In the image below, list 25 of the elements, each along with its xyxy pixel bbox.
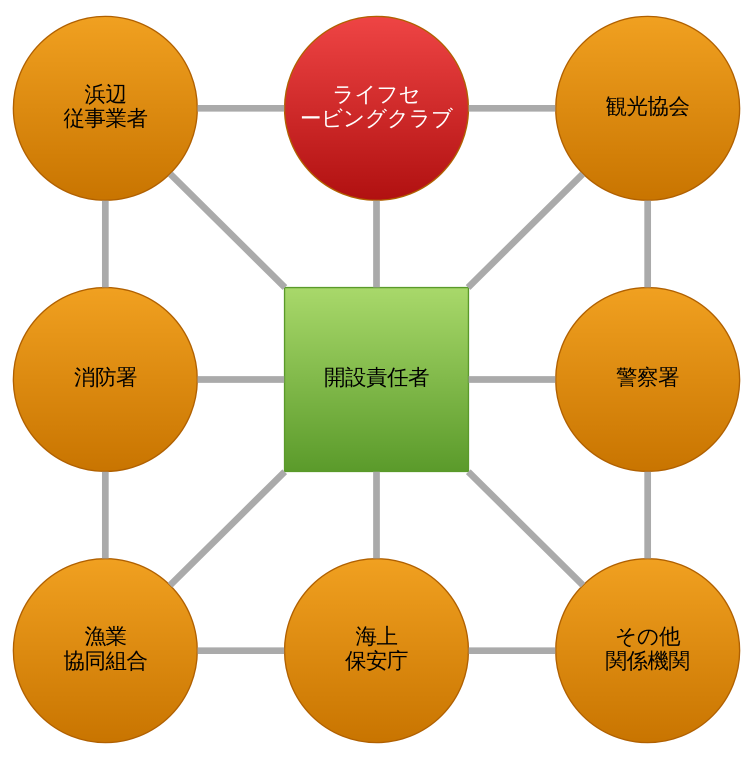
- node-circle: 浜辺従事業者: [12, 15, 198, 200]
- connector: [644, 471, 652, 558]
- connector: [168, 468, 288, 588]
- connector: [466, 468, 586, 588]
- connector: [373, 200, 380, 287]
- connector: [466, 171, 586, 290]
- node-circle: ライフセービングクラブ: [284, 15, 470, 200]
- node-circle: 漁業協同組合: [12, 558, 198, 743]
- connector: [197, 104, 284, 112]
- connector: [468, 104, 556, 112]
- connector: [197, 376, 284, 382]
- node-circle: 警察署: [555, 286, 740, 472]
- node-circle: その他関係機関: [555, 558, 740, 743]
- connector: [468, 376, 556, 382]
- node-circle: 海上保安庁: [284, 558, 470, 743]
- connector: [644, 200, 652, 287]
- connector: [102, 200, 109, 287]
- node-box: 開設責任者: [284, 286, 470, 472]
- connector: [197, 646, 284, 654]
- node-circle: 観光協会: [555, 15, 740, 200]
- connector: [168, 171, 288, 290]
- connector: [468, 646, 556, 654]
- connector: [102, 471, 109, 558]
- node-circle: 消防署: [12, 286, 198, 472]
- connector: [373, 471, 380, 558]
